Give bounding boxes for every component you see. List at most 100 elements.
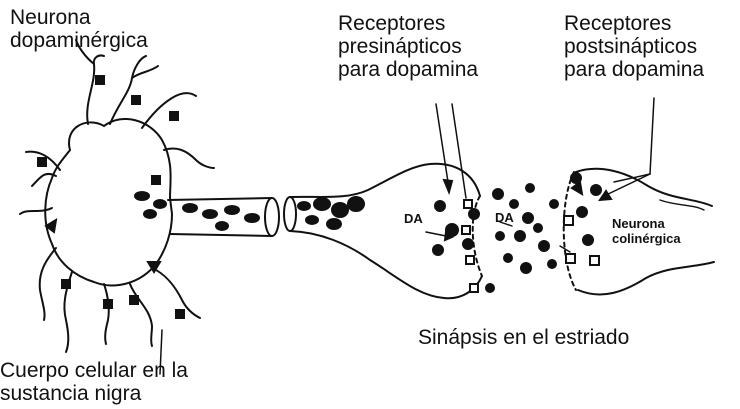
dopamine-molecule	[520, 262, 532, 274]
vesicle	[224, 205, 240, 215]
dopamine-molecule	[590, 184, 602, 196]
dopamine-molecule	[570, 172, 582, 184]
presynaptic-line-3: para dopamina	[338, 58, 479, 81]
presynaptic-receptor	[461, 225, 471, 235]
bouton	[129, 295, 139, 305]
neuron-title: Neurona dopaminérgica	[10, 6, 148, 52]
axon-upper-edge	[167, 197, 273, 201]
cell-body-line-1: Cuerpo celular en la	[0, 359, 188, 382]
cell-body-line-2: sustancia nigra	[0, 382, 142, 405]
vesicle	[297, 201, 311, 211]
axon-cut-end	[264, 197, 280, 237]
dopamine-molecule	[576, 206, 588, 218]
cholinergic-line-2: colinérgica	[612, 231, 681, 246]
dopamine-molecule	[533, 223, 543, 233]
dendrite	[129, 283, 154, 347]
axon-cut-start	[283, 196, 297, 232]
bouton	[131, 95, 141, 105]
bouton	[37, 157, 47, 167]
vesicle	[434, 200, 446, 212]
vesicle	[215, 221, 229, 231]
vesicle	[153, 199, 167, 209]
bouton	[61, 279, 71, 289]
vesicle	[432, 244, 444, 256]
cell-body-caption: Cuerpo celular en la sustancia nigra	[0, 359, 188, 405]
postsynaptic-receptor	[565, 253, 576, 264]
dendrite	[38, 247, 57, 321]
dopamine-molecule	[492, 188, 504, 200]
dendrite	[86, 54, 105, 125]
dendrite	[25, 150, 61, 171]
cell-body-outline	[44, 117, 174, 287]
dendrite	[141, 92, 197, 129]
dendrite	[151, 267, 201, 319]
postsynaptic-receptor	[589, 255, 600, 266]
cholinergic-outline-upper	[575, 167, 713, 207]
pointer-presynaptic-2	[451, 103, 467, 199]
vesicle	[462, 238, 474, 250]
postsynaptic-line-3: para dopamina	[564, 58, 705, 81]
axon-lower-edge	[169, 233, 273, 237]
bouton	[175, 309, 185, 319]
dopamine-molecule	[485, 283, 495, 293]
dendrite	[109, 55, 147, 125]
cholinergic-inner	[659, 199, 705, 211]
dendrite	[163, 147, 215, 169]
da-arrow-1	[425, 231, 447, 237]
pointer-postsynaptic	[649, 97, 655, 175]
postsynaptic-receptor	[563, 215, 574, 226]
cholinergic-line-1: Neurona	[612, 216, 665, 231]
terminal-lower-edge	[289, 230, 483, 300]
dopamine-molecule	[525, 183, 535, 193]
da-arrow-3	[559, 245, 571, 253]
synapse-caption: Sinápsis en el estriado	[418, 326, 630, 349]
postsynaptic-line-2: postsinápticos	[564, 35, 698, 58]
postsynaptic-receptor	[570, 180, 584, 196]
vesicle	[244, 213, 260, 223]
presynaptic-line-2: presinápticos	[338, 35, 462, 58]
dendrite	[19, 207, 53, 215]
postsynaptic-membrane	[562, 171, 577, 291]
bouton	[44, 218, 58, 234]
cholinergic-label: Neurona colinérgica	[612, 216, 681, 246]
dopamine-molecule	[509, 199, 519, 209]
pointer-presynaptic-head	[442, 178, 454, 196]
vesicle	[347, 196, 365, 212]
pointer-postsynaptic-2	[603, 173, 651, 197]
dopamine-molecule	[522, 212, 534, 224]
neuron-title-line-1: Neurona	[10, 6, 91, 29]
vesicle	[182, 203, 198, 213]
vesicle	[134, 191, 150, 201]
dendrite	[31, 172, 57, 187]
dendrite	[131, 65, 159, 79]
postsynaptic-line-1: Receptores	[564, 12, 672, 35]
vesicle	[202, 209, 218, 219]
bouton	[151, 175, 161, 185]
cholinergic-outline-lower	[577, 261, 715, 296]
vesicle	[305, 215, 319, 225]
presynaptic-membrane	[471, 195, 483, 277]
neuron-title-line-2: dopaminérgica	[10, 29, 148, 52]
dopamine-molecule	[514, 230, 526, 242]
presynaptic-line-1: Receptores	[338, 12, 446, 35]
presynaptic-receptor	[469, 283, 479, 293]
bouton	[95, 75, 105, 85]
da-label-1: DA	[404, 211, 423, 226]
dopamine-molecule	[547, 259, 557, 269]
dopamine-molecule	[549, 199, 559, 209]
bouton	[146, 261, 162, 274]
vesicle	[313, 197, 331, 211]
vesicle	[331, 202, 349, 218]
presynaptic-receptor	[463, 199, 473, 209]
postsynaptic-receptors-label: Receptores postsinápticos para dopamina	[564, 12, 704, 81]
dopamine-molecule	[538, 240, 550, 252]
da-arrow-1-head	[443, 230, 454, 242]
dopamine-molecule	[495, 231, 505, 241]
presynaptic-receptor	[465, 255, 475, 265]
pointer-postsynaptic-head	[598, 189, 613, 202]
da-label-2: DA	[495, 210, 514, 225]
pointer-cell-body	[159, 329, 163, 375]
presynaptic-receptors-label: Receptores presinápticos para dopamina	[338, 12, 478, 81]
dendrite	[75, 39, 95, 65]
